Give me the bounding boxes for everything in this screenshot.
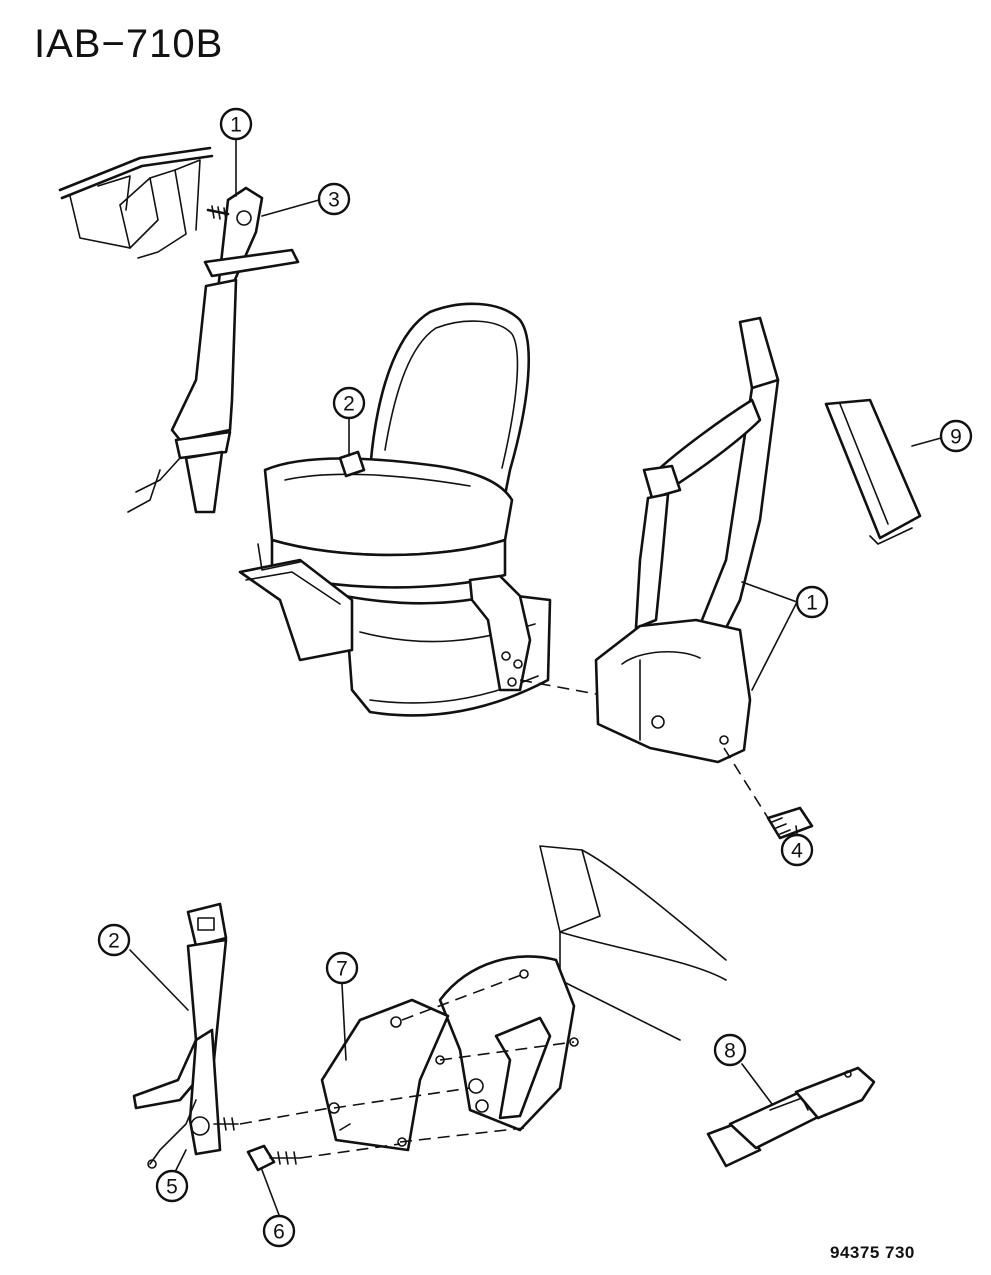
svg-text:5: 5 <box>166 1176 178 1199</box>
callout-2-lower: 2 <box>97 923 131 957</box>
bolt-6 <box>246 1144 301 1172</box>
svg-text:7: 7 <box>336 958 348 981</box>
assembly-lines <box>239 679 769 1159</box>
svg-text:4: 4 <box>791 840 803 863</box>
callout-6: 6 <box>262 1214 296 1248</box>
upper-belt-1 <box>127 186 300 514</box>
floor-bracket <box>438 955 579 1132</box>
svg-text:2: 2 <box>108 930 120 953</box>
bolt-3 <box>206 205 230 221</box>
shoulder-belt-retractor-1 <box>594 316 780 764</box>
callout-1-upper: 1 <box>219 107 253 141</box>
diagram-id: IAB−710B <box>34 22 224 66</box>
anchor-bolt-4 <box>766 806 814 840</box>
svg-text:9: 9 <box>950 426 962 449</box>
seat-assembly <box>238 302 552 717</box>
leader-lines <box>129 138 942 1216</box>
latch-plate-8 <box>706 1066 876 1168</box>
buckle-stalk-2 <box>132 902 239 1169</box>
callout-8: 8 <box>713 1033 747 1067</box>
trim-cover-9 <box>824 398 922 545</box>
svg-text:3: 3 <box>328 189 340 212</box>
svg-text:1: 1 <box>230 114 242 137</box>
svg-text:8: 8 <box>724 1040 736 1063</box>
svg-text:6: 6 <box>273 1221 285 1244</box>
svg-text:2: 2 <box>343 393 355 416</box>
svg-text:1: 1 <box>806 592 818 615</box>
callout-4: 4 <box>780 833 814 867</box>
figure-code: 94375 730 <box>830 1243 915 1262</box>
callout-5: 5 <box>155 1169 189 1203</box>
callout-7: 7 <box>325 951 359 985</box>
callout-1-right: 1 <box>795 585 829 619</box>
callout-9: 9 <box>939 419 973 453</box>
buckle-stalk-on-seat <box>338 450 366 478</box>
roof-rail-bracket <box>58 146 214 259</box>
callout-3: 3 <box>317 182 351 216</box>
callout-2-upper: 2 <box>332 386 366 420</box>
cover-7 <box>320 998 450 1152</box>
